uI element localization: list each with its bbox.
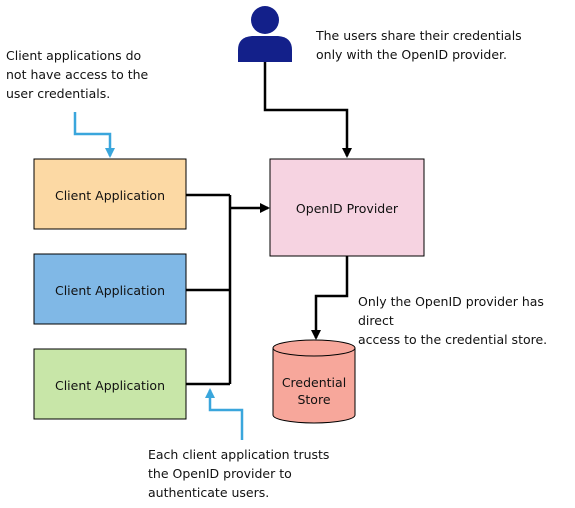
openid-provider-box: OpenID Provider [269,158,425,257]
provider-to-store-arrow [311,256,349,340]
credential-store-cylinder: Credential Store [272,339,356,424]
client-application-box-3: Client Application [33,348,187,420]
connectors [186,62,352,386]
client-application-label: Client Application [55,188,165,203]
user-icon [238,6,292,62]
client-application-label: Client Application [55,378,165,393]
client-application-box-1: Client Application [33,158,187,230]
users-note: The users share their credentials only w… [316,28,522,62]
client-access-callout-arrow [73,112,115,158]
credential-store-label-line1: Credential [282,375,346,390]
callout-arrows [73,112,244,440]
provider-access-note: Only the OpenID provider has direct acce… [358,294,548,347]
user-to-provider-arrow [263,62,352,158]
credential-store-label-line2: Store [297,392,330,407]
trust-note: Each client application trusts the OpenI… [148,447,330,500]
client-application-label: Client Application [55,283,165,298]
trust-callout-arrow [205,388,244,440]
client-application-box-2: Client Application [33,253,187,325]
client-access-note: Client applications do not have access t… [6,48,149,101]
openid-provider-label: OpenID Provider [296,201,399,216]
